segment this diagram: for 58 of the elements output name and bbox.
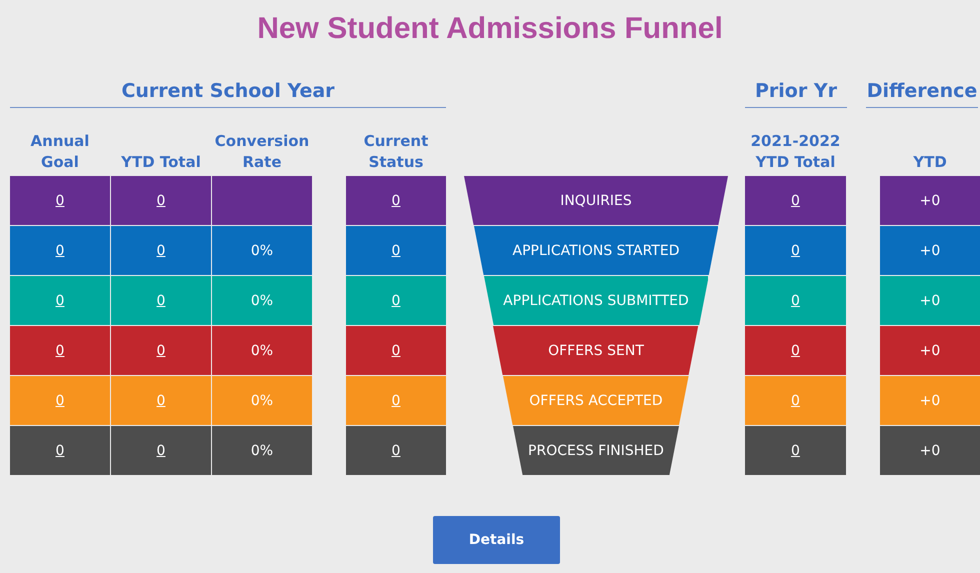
stage-label: APPLICATIONS STARTED xyxy=(512,242,680,258)
value-cell: +0 xyxy=(880,226,980,275)
column-header: Conversion Rate xyxy=(214,131,310,173)
value-cell: 0 xyxy=(745,276,846,325)
value-cell: 0 xyxy=(111,226,211,275)
funnel-stage xyxy=(493,326,699,375)
details-button: Details xyxy=(433,516,560,564)
value-cell: +0 xyxy=(880,276,980,325)
value-cell: 0% xyxy=(212,326,312,375)
stage-label: OFFERS ACCEPTED xyxy=(529,392,663,408)
value-cell: 0 xyxy=(10,426,110,475)
column-header: 2021-2022 YTD Total xyxy=(750,131,842,173)
stage-label: INQUIRIES xyxy=(560,192,632,208)
title: New Student Admissions Funnel xyxy=(256,12,724,46)
column-header: Current Status xyxy=(362,131,430,173)
value-cell: 0% xyxy=(212,376,312,425)
stage-label: PROCESS FINISHED xyxy=(528,442,664,458)
value-cell: 0 xyxy=(745,176,846,225)
value-cell: 0 xyxy=(346,176,446,225)
column-header: Annual Goal xyxy=(30,131,90,173)
value-cell: 0 xyxy=(745,426,846,475)
value-cell: +0 xyxy=(880,426,980,475)
value-cell: +0 xyxy=(880,326,980,375)
funnel-stage xyxy=(474,226,718,275)
value-cell: 0 xyxy=(745,376,846,425)
column-header: YTD Total xyxy=(120,152,202,173)
value-cell: 0 xyxy=(346,226,446,275)
value-cell: 0 xyxy=(10,376,110,425)
value-cell: 0 xyxy=(346,376,446,425)
value-cell: 0% xyxy=(212,226,312,275)
funnel-stage xyxy=(512,426,679,475)
value-cell: 0 xyxy=(10,276,110,325)
value-cell: 0 xyxy=(111,276,211,325)
funnel-stage xyxy=(464,176,728,225)
column-header: YTD xyxy=(912,152,948,173)
funnel-stage xyxy=(484,276,708,325)
value-cell: 0% xyxy=(212,276,312,325)
stage-label: APPLICATIONS SUBMITTED xyxy=(503,292,689,308)
value-cell: 0 xyxy=(111,426,211,475)
value-cell: 0 xyxy=(10,176,110,225)
value-cell: 0% xyxy=(212,426,312,475)
section-header: Current School Year xyxy=(10,80,446,108)
value-cell: 0 xyxy=(346,426,446,475)
funnel-stage xyxy=(503,376,689,425)
value-cell: 0 xyxy=(10,326,110,375)
value-cell: +0 xyxy=(880,176,980,225)
value-cell: 0 xyxy=(745,226,846,275)
value-cell: 0 xyxy=(111,326,211,375)
value-cell: +0 xyxy=(880,376,980,425)
value-cell: 0 xyxy=(111,176,211,225)
value-cell: 0 xyxy=(111,376,211,425)
section-header: Difference xyxy=(866,80,978,108)
value-cell: 0 xyxy=(346,276,446,325)
value-cell: 0 xyxy=(10,226,110,275)
section-header: Prior Yr xyxy=(745,80,847,108)
value-cell: 0 xyxy=(745,326,846,375)
value-cell: 0 xyxy=(346,326,446,375)
stage-label: OFFERS SENT xyxy=(548,342,644,358)
